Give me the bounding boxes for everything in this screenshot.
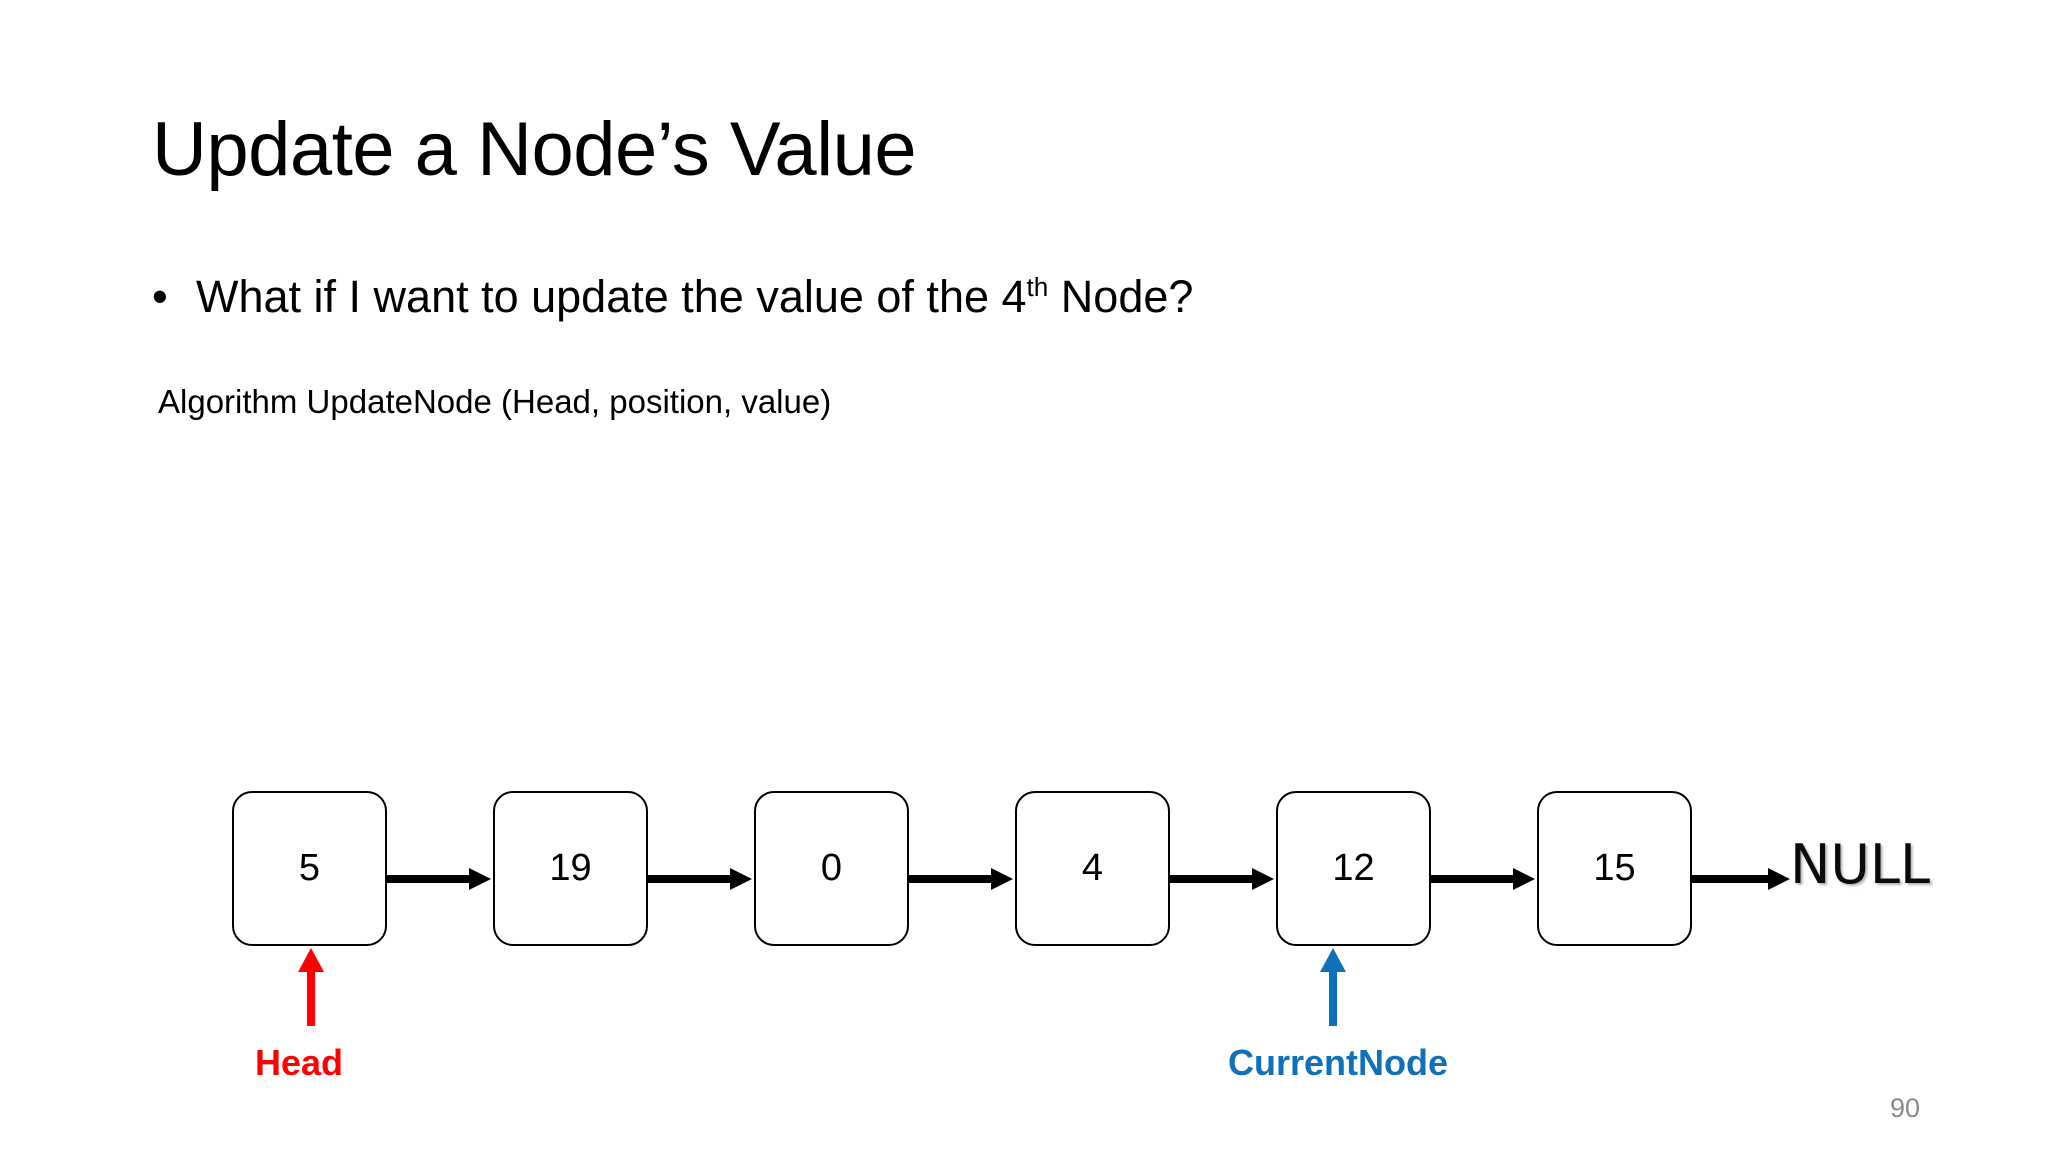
head-pointer-label: Head bbox=[255, 1042, 344, 1083]
link-arrow-5-to-null bbox=[1692, 868, 1792, 890]
link-arrow-3-to-4 bbox=[1170, 868, 1274, 890]
arrow-shaft bbox=[387, 875, 469, 883]
arrow-shaft bbox=[1692, 875, 1768, 883]
list-node-2[interactable]: 0 bbox=[754, 791, 909, 946]
arrow-head-icon bbox=[1768, 868, 1790, 890]
currentnode-pointer-label: CurrentNode bbox=[1228, 1042, 1449, 1083]
arrow-shaft bbox=[1170, 875, 1252, 883]
currentnode-pointer-arrow-icon bbox=[1320, 948, 1346, 1028]
node-value: 15 bbox=[1593, 847, 1636, 889]
arrow-head-icon bbox=[730, 868, 752, 890]
arrow-shaft bbox=[648, 875, 730, 883]
bullet-line: • What if I want to update the value of … bbox=[152, 271, 1912, 322]
arrow-head-icon bbox=[991, 868, 1013, 890]
node-value: 5 bbox=[298, 847, 321, 889]
bullet-marker-icon: • bbox=[152, 271, 168, 322]
arrow-shaft bbox=[307, 968, 315, 1026]
node-value: 12 bbox=[1332, 847, 1375, 889]
arrow-head-icon bbox=[1513, 868, 1535, 890]
link-arrow-4-to-5 bbox=[1431, 868, 1535, 890]
bullet-ordinal-superscript: th bbox=[1026, 272, 1049, 302]
arrow-head-icon bbox=[469, 868, 491, 890]
node-value: 0 bbox=[820, 847, 843, 889]
arrow-shaft bbox=[1329, 968, 1337, 1026]
head-pointer-arrow-icon bbox=[298, 948, 324, 1028]
page-number: 90 bbox=[1890, 1093, 1921, 1123]
list-node-0[interactable]: 5 bbox=[232, 791, 387, 946]
link-arrow-1-to-2 bbox=[648, 868, 752, 890]
link-arrow-2-to-3 bbox=[909, 868, 1013, 890]
arrow-shaft bbox=[909, 875, 991, 883]
list-node-3[interactable]: 4 bbox=[1015, 791, 1170, 946]
algorithm-signature: Algorithm UpdateNode (Head, position, va… bbox=[158, 383, 832, 420]
list-node-1[interactable]: 19 bbox=[493, 791, 648, 946]
node-value: 4 bbox=[1081, 847, 1104, 889]
bullet-text: What if I want to update the value of th… bbox=[196, 271, 1194, 322]
arrow-head-icon bbox=[1252, 868, 1274, 890]
bullet-text-before: What if I want to update the value of th… bbox=[196, 271, 1027, 322]
list-node-5[interactable]: 15 bbox=[1537, 791, 1692, 946]
node-value: 19 bbox=[549, 847, 592, 889]
bullet-text-after: Node? bbox=[1048, 271, 1194, 322]
list-node-4[interactable]: 12 bbox=[1276, 791, 1431, 946]
arrow-shaft bbox=[1431, 875, 1513, 883]
page-title: Update a Node’s Value bbox=[152, 107, 917, 192]
null-terminator-label: NULL bbox=[1790, 833, 1931, 896]
link-arrow-0-to-1 bbox=[387, 868, 491, 890]
